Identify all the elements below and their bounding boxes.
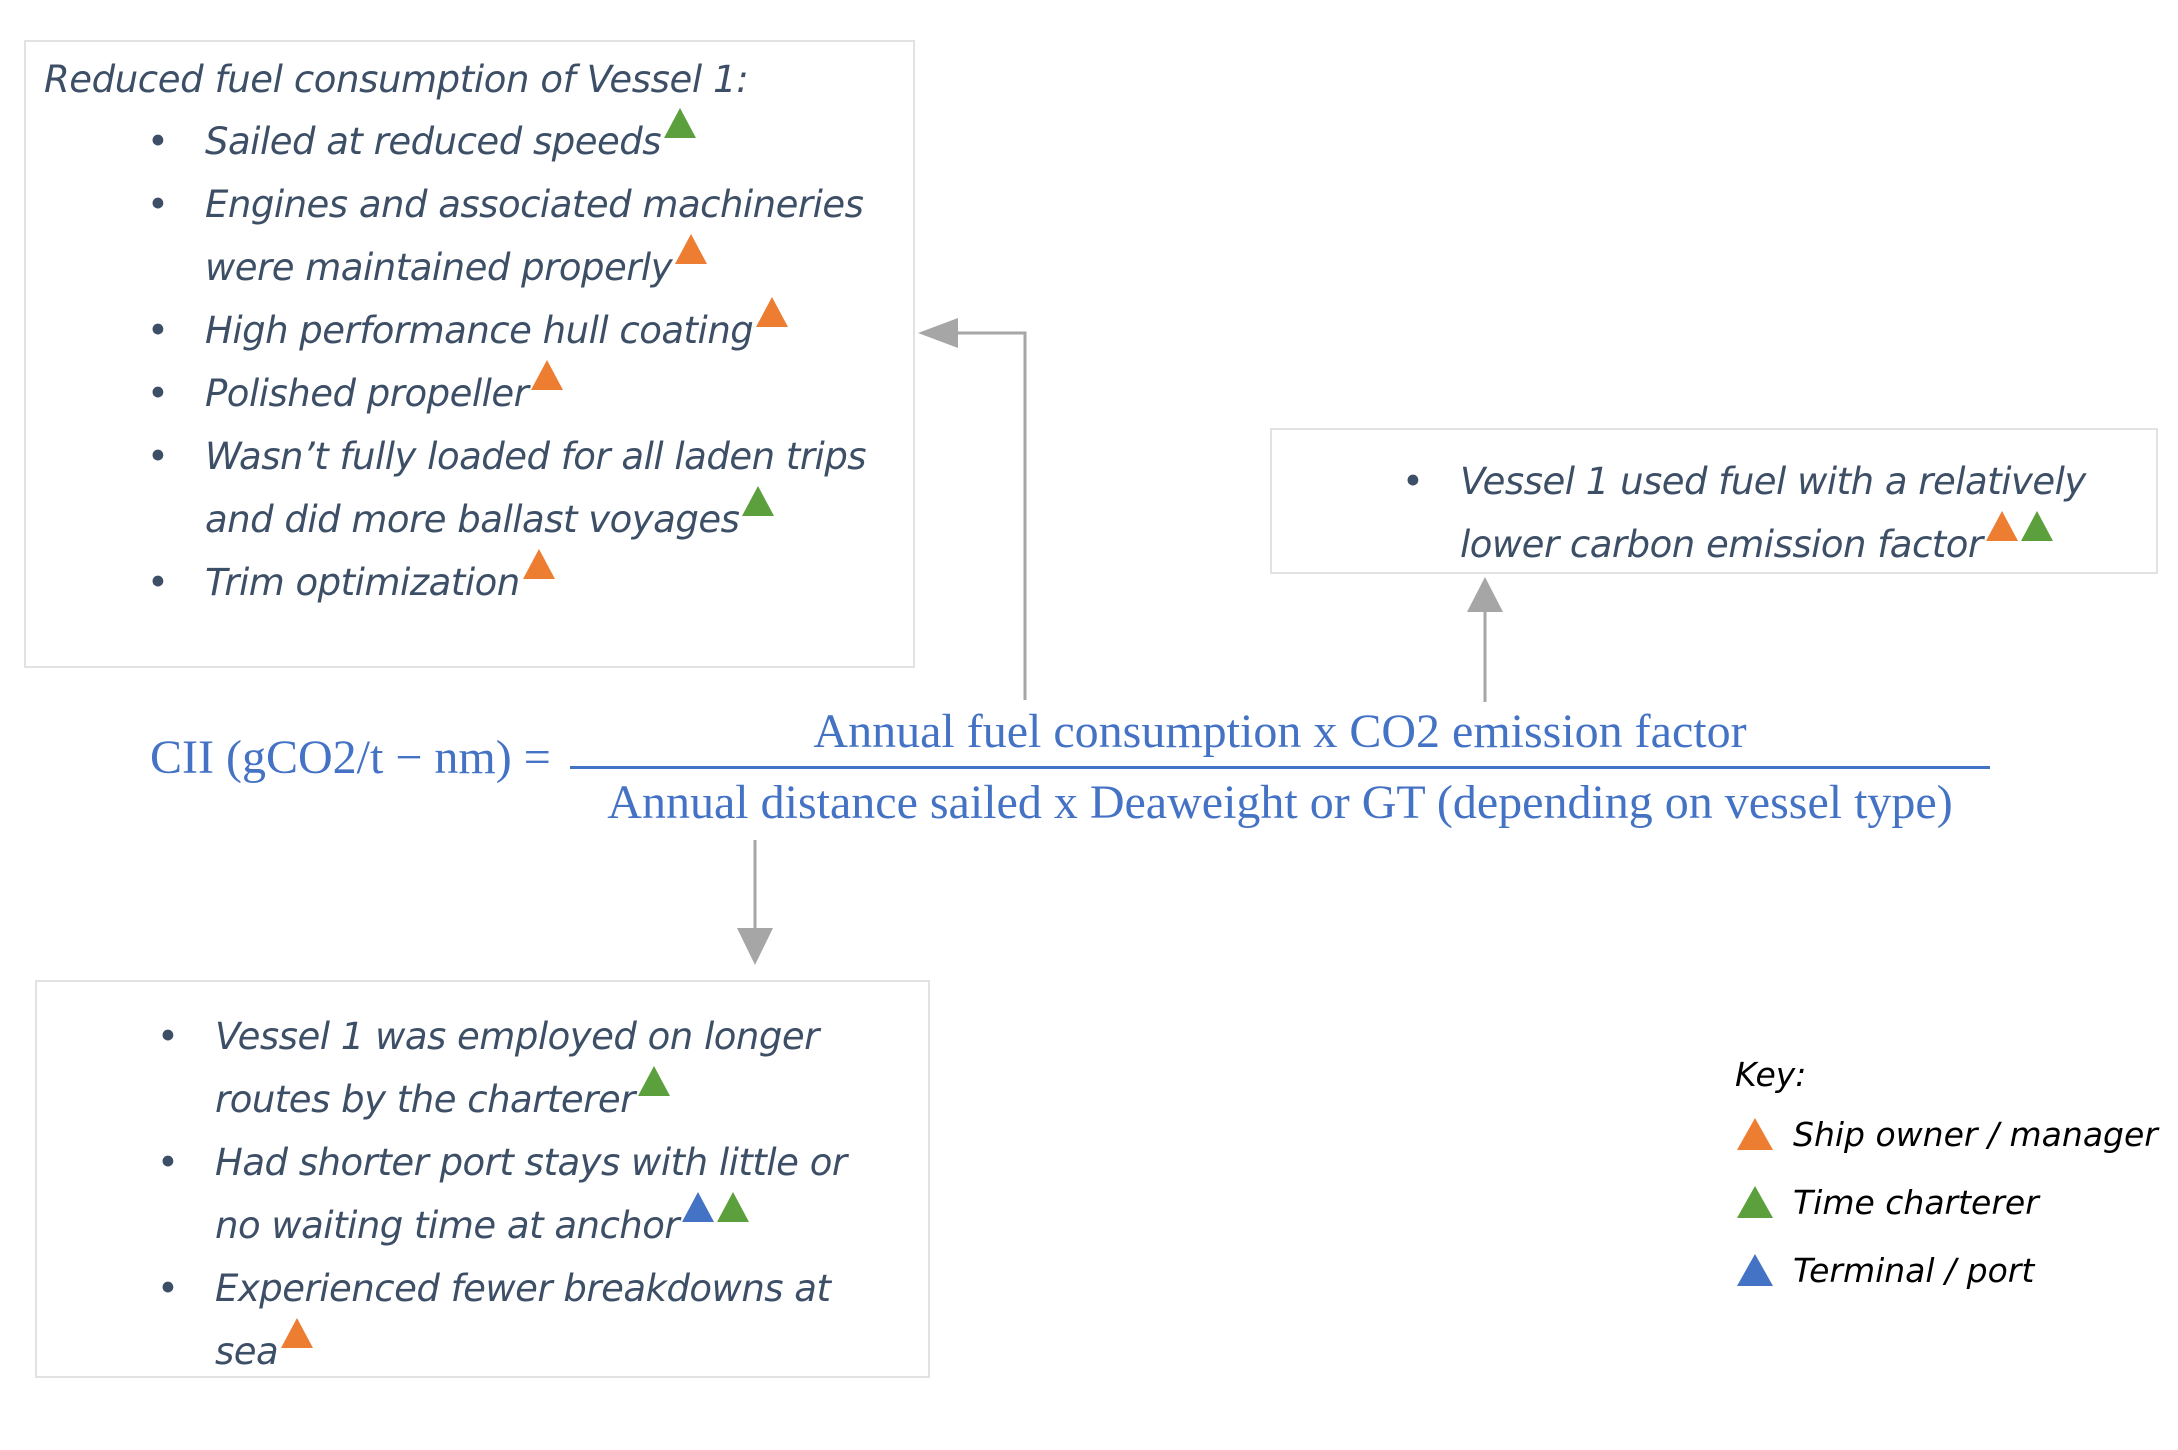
bullet-dot: •	[157, 1015, 179, 1058]
ship-owner-marker-icon	[675, 234, 708, 264]
bullet-dot: •	[147, 183, 169, 226]
bullet-dot: •	[147, 435, 169, 478]
list-item: • High performance hull coating	[147, 297, 885, 362]
key-row-ship-owner: Ship owner / manager	[1735, 1108, 2158, 1160]
ship-owner-marker-icon	[281, 1318, 314, 1348]
list-item-text: Trim optimization	[205, 561, 520, 604]
bullet-dot: •	[157, 1267, 179, 1310]
time-charterer-marker-icon	[742, 486, 775, 516]
key-legend: Key: Ship owner / manager Time charterer…	[1735, 1055, 2158, 1312]
time-charterer-marker-icon	[1735, 1184, 1775, 1220]
terminal-port-marker-icon	[1735, 1252, 1775, 1288]
list-item: • Sailed at reduced speeds	[147, 108, 885, 173]
box-reduced-fuel-consumption	[24, 40, 915, 668]
bullet-dot: •	[1402, 460, 1424, 503]
list-item-text: Vessel 1 was employed on longer routes b…	[215, 1015, 819, 1121]
key-label: Ship owner / manager	[1793, 1114, 2158, 1154]
time-charterer-marker-icon	[717, 1192, 750, 1222]
list-item-text: Engines and associated machineries were …	[205, 183, 864, 289]
list-item: • Trim optimization	[147, 549, 885, 614]
list-item: • Experienced fewer breakdowns at sea	[157, 1257, 895, 1383]
ship-owner-marker-icon	[756, 297, 789, 327]
formula-fraction: Annual fuel consumption x CO2 emission f…	[570, 700, 1990, 835]
bullet-list-employment: • Vessel 1 was employed on longer routes…	[157, 1005, 895, 1383]
list-item-text: Vessel 1 used fuel with a relatively low…	[1460, 460, 2086, 566]
list-item: • Vessel 1 used fuel with a relatively l…	[1402, 450, 2120, 576]
connector-denominator-to-employment	[737, 840, 773, 965]
list-item: • Wasn’t fully loaded for all laden trip…	[147, 425, 885, 551]
box-reduced-fuel-heading: Reduced fuel consumption of Vessel 1:	[44, 58, 749, 101]
bullet-list-reduced-fuel: • Sailed at reduced speeds • Engines and…	[147, 108, 885, 614]
list-item-text: Had shorter port stays with little or no…	[215, 1141, 847, 1247]
box-vessel-employment	[35, 980, 930, 1378]
ship-owner-marker-icon	[522, 549, 555, 579]
bullet-dot: •	[147, 561, 169, 604]
terminal-port-marker-icon	[682, 1192, 715, 1222]
list-item-text: Sailed at reduced speeds	[205, 120, 662, 163]
bullet-dot: •	[147, 120, 169, 163]
bullet-dot: •	[147, 309, 169, 352]
list-item: • Vessel 1 was employed on longer routes…	[157, 1005, 895, 1131]
list-item: • Engines and associated machineries wer…	[147, 173, 885, 299]
key-row-time-charterer: Time charterer	[1735, 1176, 2155, 1228]
list-item: • Had shorter port stays with little or …	[157, 1131, 895, 1257]
bullet-dot: •	[147, 372, 169, 415]
time-charterer-marker-icon	[664, 108, 696, 138]
time-charterer-marker-icon	[2020, 511, 2053, 541]
cii-formula: CII (gCO2/t − nm) = Annual fuel consumpt…	[150, 700, 2020, 840]
formula-left-hand-side: CII (gCO2/t − nm) =	[150, 731, 551, 784]
formula-denominator: Annual distance sailed x Deaweight or GT…	[607, 776, 1953, 829]
connector-emission-factor-to-fuel-box	[1467, 577, 1503, 702]
key-label: Terminal / port	[1793, 1250, 2035, 1290]
key-label: Time charterer	[1793, 1182, 2039, 1222]
list-item-text: Polished propeller	[205, 372, 529, 415]
ship-owner-marker-icon	[1735, 1116, 1775, 1152]
ship-owner-marker-icon	[1985, 511, 2018, 541]
formula-fraction-bar	[570, 766, 1990, 769]
ship-owner-marker-icon	[531, 360, 564, 390]
list-item: • Polished propeller	[147, 360, 885, 425]
box-fuel-emission-factor	[1270, 428, 2158, 574]
key-row-terminal-port: Terminal / port	[1735, 1244, 2155, 1296]
formula-numerator: Annual fuel consumption x CO2 emission f…	[813, 705, 1747, 758]
list-item-text: Experienced fewer breakdowns at sea	[215, 1267, 831, 1373]
bullet-dot: •	[157, 1141, 179, 1184]
time-charterer-marker-icon	[637, 1066, 670, 1096]
list-item-text: Wasn’t fully loaded for all laden trips …	[205, 435, 867, 541]
connector-numerator-to-reduced-fuel	[918, 318, 1027, 700]
bullet-list-fuel-factor: • Vessel 1 used fuel with a relatively l…	[1402, 450, 2120, 576]
key-title: Key:	[1735, 1055, 1807, 1094]
list-item-text: High performance hull coating	[205, 309, 754, 352]
